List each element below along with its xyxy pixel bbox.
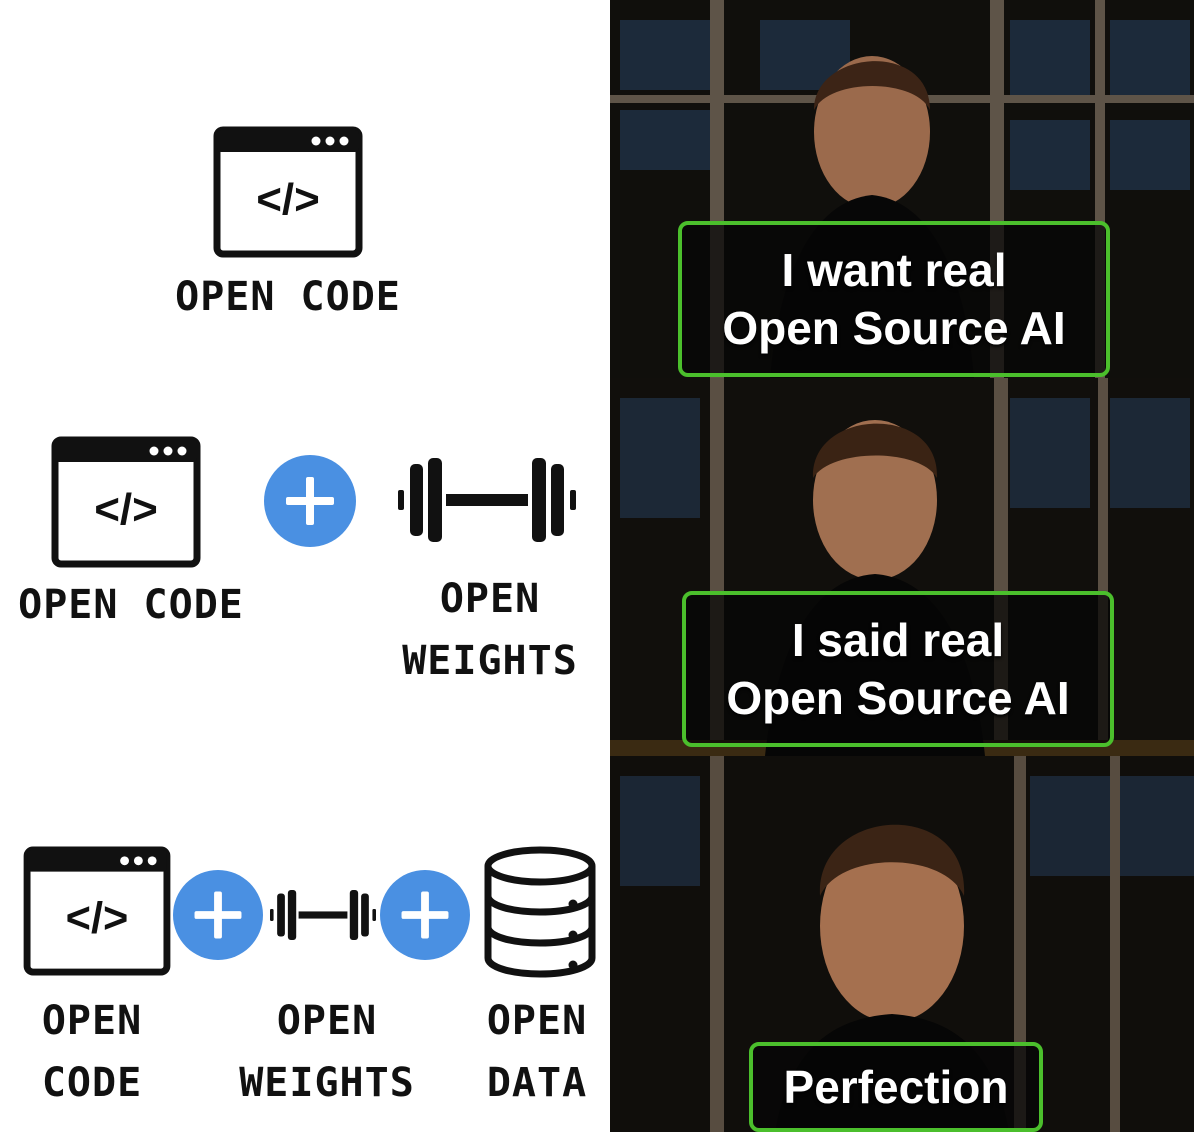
meme-photo-column: I want real Open Source AI I said real O…	[610, 0, 1194, 1132]
meme-panel-2: I said real Open Source AI	[610, 378, 1194, 756]
dumbbell-icon	[398, 456, 576, 544]
code-window-icon: </>	[22, 846, 172, 976]
code-window-icon: </>	[51, 436, 201, 568]
meme-panel-1: I want real Open Source AI	[610, 0, 1194, 378]
plus-icon	[173, 870, 263, 960]
open-weights-label: OPEN WEIGHTS	[239, 998, 415, 1106]
open-code-label: OPEN CODE	[175, 274, 401, 320]
svg-text:</>: </>	[256, 175, 320, 224]
open-code-label: OPEN CODE	[18, 582, 244, 628]
dumbbell-icon	[270, 888, 376, 942]
open-data-label: OPEN DATA	[486, 998, 588, 1106]
meme-panel-3: Perfection	[610, 756, 1194, 1132]
code-window-icon: </>	[213, 126, 363, 258]
svg-text:</>: </>	[66, 895, 129, 943]
open-code-label: OPEN CODE	[41, 998, 143, 1106]
open-weights-label: OPEN WEIGHTS	[402, 576, 578, 684]
plus-icon	[380, 870, 470, 960]
database-icon	[482, 846, 598, 978]
caption-box: I want real Open Source AI	[678, 221, 1110, 377]
plus-icon	[264, 455, 356, 547]
caption-box: I said real Open Source AI	[682, 591, 1114, 747]
left-column: </> OPEN CODE </> OPEN COD	[18, 126, 598, 1106]
caption-box: Perfection	[749, 1042, 1043, 1132]
svg-text:</>: </>	[94, 485, 158, 534]
